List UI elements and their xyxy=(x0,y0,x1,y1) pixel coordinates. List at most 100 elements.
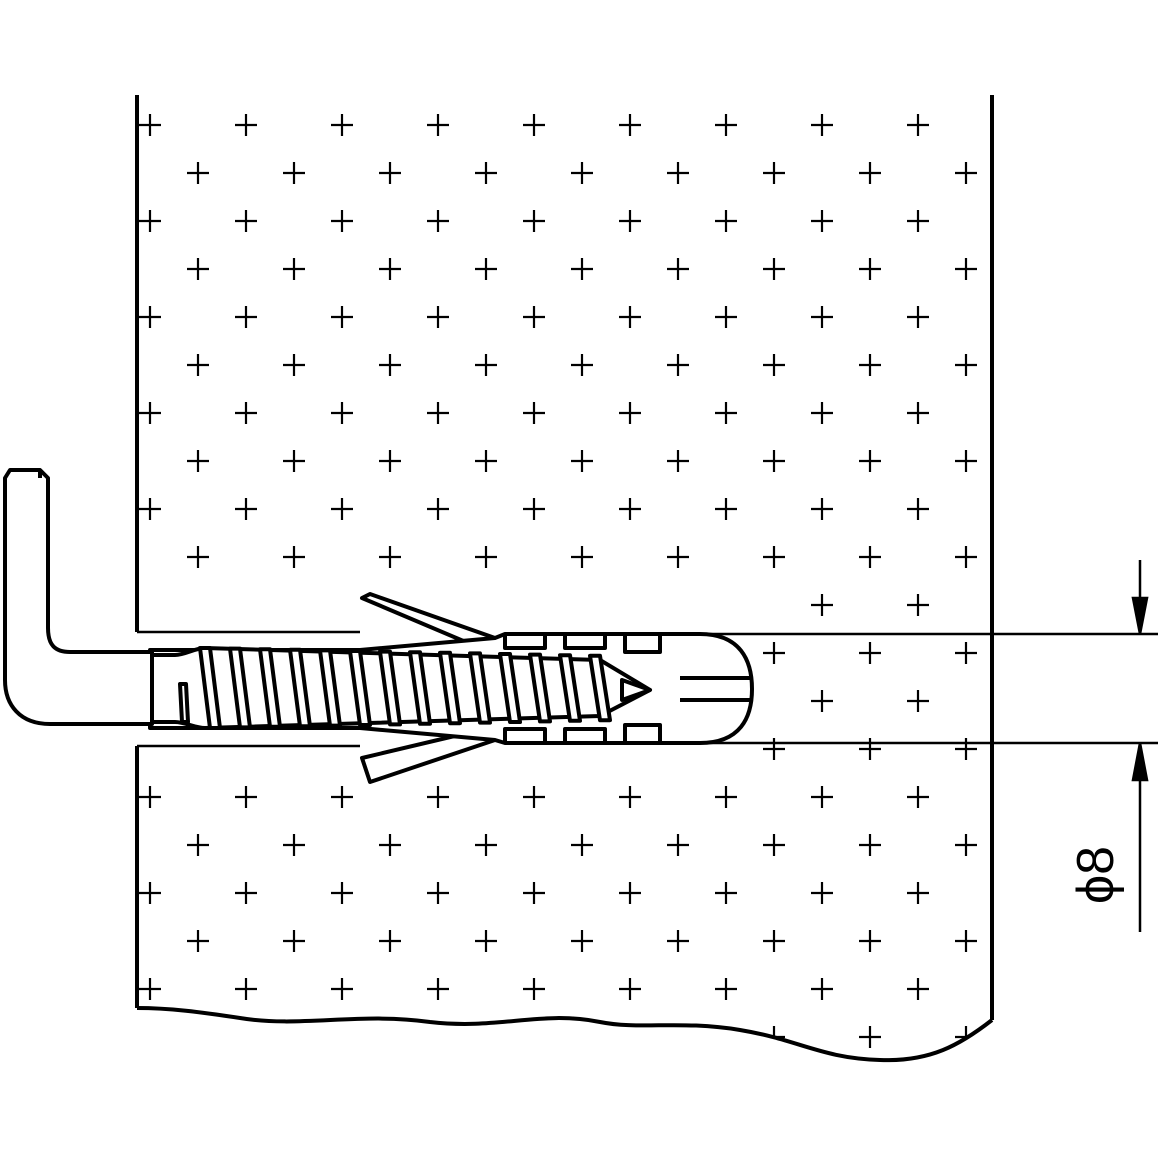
hatch-cross xyxy=(763,546,785,568)
hatch-cross xyxy=(571,1026,593,1048)
hatch-cross xyxy=(187,162,209,184)
hatch-cross xyxy=(475,450,497,472)
hatch-cross xyxy=(667,258,689,280)
dimension-arrow-lower xyxy=(1131,742,1149,782)
hatch-cross xyxy=(235,978,257,1000)
hatch-cross xyxy=(139,786,161,808)
hatch-cross xyxy=(187,834,209,856)
hatch-cross xyxy=(187,258,209,280)
screw-thread xyxy=(288,647,312,729)
hatch-cross xyxy=(811,690,833,712)
hatch-cross xyxy=(475,1026,497,1048)
hatch-cross xyxy=(427,882,449,904)
hatch-cross xyxy=(571,834,593,856)
screw-thread xyxy=(408,650,432,726)
hatch-cross xyxy=(523,210,545,232)
hatch-cross xyxy=(907,690,929,712)
hatch-cross xyxy=(667,834,689,856)
hatch-cross xyxy=(235,882,257,904)
hatch-cross xyxy=(235,306,257,328)
hatch-cross xyxy=(763,834,785,856)
hatch-cross xyxy=(715,210,737,232)
hatch-cross xyxy=(667,450,689,472)
hatch-cross xyxy=(907,498,929,520)
hatch-cross xyxy=(811,210,833,232)
hatch-cross xyxy=(859,738,881,760)
hatch-cross xyxy=(811,978,833,1000)
hatch-cross xyxy=(571,930,593,952)
hatch-cross xyxy=(955,450,977,472)
screw-thread xyxy=(348,649,372,727)
hook-body xyxy=(3,468,154,726)
anchor-teeth-bottom xyxy=(503,723,662,743)
hatch-cross xyxy=(139,306,161,328)
hatch-cross xyxy=(571,354,593,376)
hatch-cross xyxy=(907,402,929,424)
hatch-cross xyxy=(187,930,209,952)
screw-thread xyxy=(378,649,402,727)
hatch-cross xyxy=(811,786,833,808)
hatch-cross xyxy=(859,354,881,376)
hatch-cross xyxy=(763,162,785,184)
hatch-cross xyxy=(379,834,401,856)
hatch-cross xyxy=(475,162,497,184)
hatch-cross xyxy=(523,306,545,328)
hatch-cross xyxy=(427,402,449,424)
hatch-cross xyxy=(475,258,497,280)
hatch-cross xyxy=(475,834,497,856)
hatch-cross xyxy=(283,1026,305,1048)
hatch-cross xyxy=(331,498,353,520)
hatch-cross xyxy=(427,306,449,328)
hatch-cross xyxy=(139,978,161,1000)
hatch-cross xyxy=(187,1026,209,1048)
hatch-cross xyxy=(811,114,833,136)
hatch-cross xyxy=(715,114,737,136)
screw-thread xyxy=(498,652,522,724)
hatch-cross xyxy=(763,258,785,280)
hatch-cross xyxy=(523,882,545,904)
hatch-cross xyxy=(907,882,929,904)
hatch-cross xyxy=(571,162,593,184)
hatch-cross xyxy=(667,162,689,184)
hatch-cross xyxy=(763,450,785,472)
hatch-cross xyxy=(859,834,881,856)
hatch-cross xyxy=(571,450,593,472)
hatch-cross xyxy=(763,354,785,376)
hatch-cross xyxy=(907,978,929,1000)
hatch-cross xyxy=(427,786,449,808)
hatch-cross xyxy=(955,354,977,376)
hatch-cross xyxy=(619,114,641,136)
hatch-cross xyxy=(859,1026,881,1048)
hatch-cross xyxy=(331,786,353,808)
hatch-cross xyxy=(139,114,161,136)
hatch-cross xyxy=(667,354,689,376)
hatch-cross xyxy=(283,930,305,952)
hatch-cross xyxy=(283,258,305,280)
screw-thread xyxy=(438,650,462,726)
hatch-cross xyxy=(379,546,401,568)
hatch-cross xyxy=(811,306,833,328)
hatch-cross xyxy=(187,450,209,472)
hatch-cross xyxy=(235,210,257,232)
hatch-cross xyxy=(283,546,305,568)
hatch-cross xyxy=(619,882,641,904)
hatch-cross xyxy=(139,882,161,904)
anchor-slot xyxy=(680,676,752,702)
hatch-cross xyxy=(811,498,833,520)
hatch-cross xyxy=(283,450,305,472)
screw-thread xyxy=(228,646,252,730)
hatch-cross xyxy=(139,402,161,424)
hatch-cross xyxy=(331,114,353,136)
screw-thread xyxy=(318,648,342,728)
screw-thread xyxy=(558,653,582,723)
hatch-cross xyxy=(379,258,401,280)
hatch-cross xyxy=(859,258,881,280)
hatch-cross xyxy=(331,882,353,904)
hatch-cross xyxy=(619,786,641,808)
diameter-dimension xyxy=(1131,560,1149,932)
hatch-cross xyxy=(811,594,833,616)
hatch-cross xyxy=(619,210,641,232)
hatch-cross xyxy=(715,882,737,904)
screw-notch xyxy=(178,682,190,724)
